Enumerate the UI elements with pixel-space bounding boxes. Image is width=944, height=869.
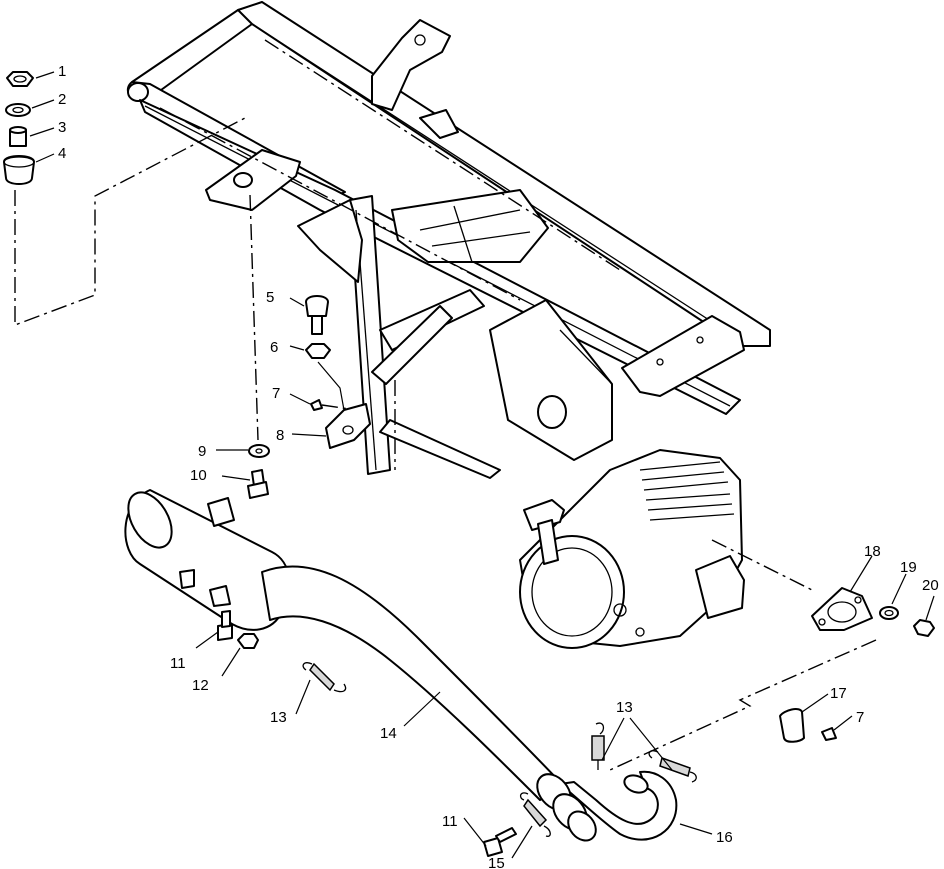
callout-2: 2 [58,91,66,108]
callout-4: 4 [58,145,66,162]
callout-7a: 7 [272,385,280,402]
callout-6: 6 [270,339,278,356]
spring-center [591,722,605,770]
callout-13b: 13 [616,699,633,716]
callout-7b: 7 [856,709,864,726]
callout-19: 19 [900,559,917,576]
hardware-stack [3,71,935,857]
exhaust-pipe [261,565,678,842]
callout-13a: 13 [270,709,287,726]
callout-20: 20 [922,577,939,594]
callout-11b: 11 [442,813,458,830]
callout-11a: 11 [170,655,186,672]
spring-left [302,662,347,693]
callout-9: 9 [198,443,206,460]
engine-assembly [519,449,745,649]
callout-17: 17 [830,685,847,702]
callout-labels: 1 2 3 4 5 6 7 8 9 10 11 12 13 14 13 11 1… [58,63,939,869]
callout-1: 1 [58,63,66,80]
muffler-assembly [124,489,291,631]
callout-3: 3 [58,119,66,136]
leader-lines [29,71,935,859]
callout-8: 8 [276,427,284,444]
callout-14: 14 [380,725,397,742]
callout-18: 18 [864,543,881,560]
callout-10: 10 [190,467,207,484]
callout-5: 5 [266,289,274,306]
callout-15: 15 [488,855,505,869]
callout-16: 16 [716,829,733,846]
callout-12: 12 [192,677,209,694]
frame-assembly [126,1,771,479]
